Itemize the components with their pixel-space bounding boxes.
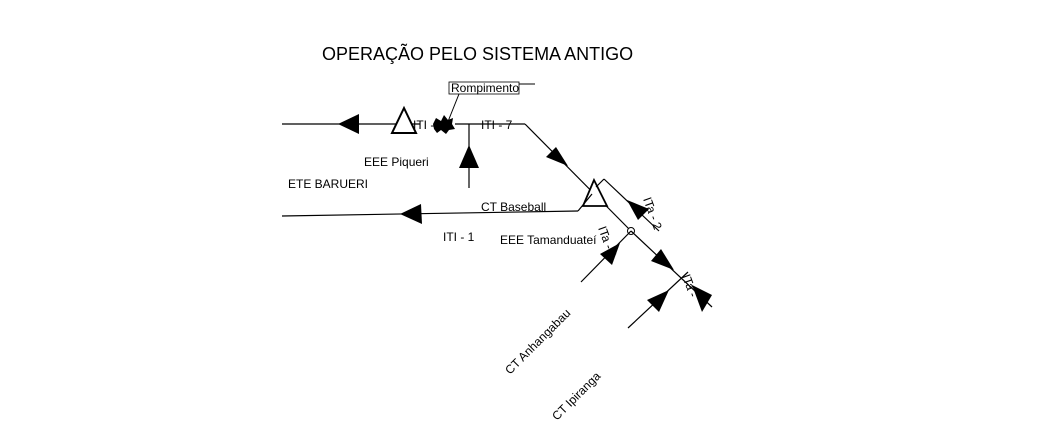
rompimento-box	[448, 81, 520, 95]
iti1-flow-arrow	[400, 204, 422, 224]
ita2-line-b	[595, 178, 605, 188]
iti1-connector	[577, 193, 593, 212]
ita2-flow-arrow	[627, 200, 649, 220]
iti7-diagonal	[524, 123, 632, 232]
rompimento-leader	[446, 93, 460, 125]
ct-ipiranga-label: CT Ipiranga	[549, 369, 603, 423]
diagram-title: OPERAÇÃO PELO SISTEMA ANTIGO	[322, 43, 633, 64]
iti1-line	[281, 210, 579, 217]
ipiranga-flow-arrow	[647, 290, 669, 312]
iti7-flow-arrow	[338, 114, 359, 134]
iti-left-label: ITI -	[413, 118, 434, 132]
eee-piqueri-triangle	[390, 105, 418, 134]
iti1-label: ITI - 1	[443, 230, 475, 244]
ita1-flow-arrow	[600, 243, 620, 265]
eee-piqueri-label: EEE Piqueri	[364, 155, 429, 169]
rompimento-label: Rompimento	[451, 81, 519, 95]
ita3-label: ITa -	[679, 272, 700, 299]
piqueri-branch-arrow	[459, 145, 479, 168]
iti7-diagonal-arrow	[546, 147, 568, 166]
eee-tamanduatei-label: EEE Tamanduateí	[500, 233, 597, 247]
rupture-blob	[433, 115, 455, 134]
ita-flow-arrow-upper	[651, 249, 674, 270]
eee-tamanduatei-triangle	[581, 177, 609, 207]
ita1-label: ITa - 1	[595, 224, 620, 260]
iti7-label: ITI - 7	[481, 118, 513, 132]
ct-baseball-label: CT Baseball	[481, 200, 546, 214]
ita-flow-arrow-lower	[692, 285, 712, 312]
ete-barueri-label: ETE BARUERI	[288, 177, 368, 191]
ct-anhangabau-label: CT Anhangabau	[502, 306, 573, 377]
